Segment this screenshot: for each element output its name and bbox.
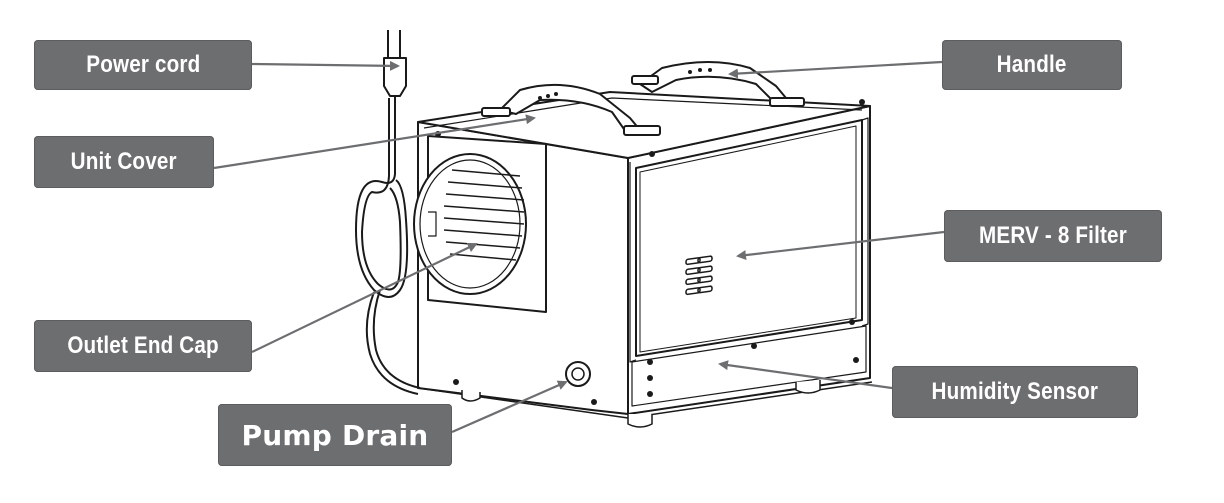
- humidity-sensor-grille: [685, 255, 713, 296]
- filter-frame: [635, 119, 863, 357]
- callout-handle: Handle: [942, 40, 1122, 90]
- callout-humidity-sensor-label: Humidity Sensor: [931, 378, 1099, 405]
- feet: [461, 380, 821, 428]
- callout-power-cord: Power cord: [34, 40, 252, 90]
- callout-handle-label: Handle: [997, 51, 1067, 78]
- leader-outlet-end-cap: [251, 242, 478, 353]
- callout-outlet-end-cap: Outlet End Cap: [34, 320, 252, 372]
- callout-merv-filter-label: MERV - 8 Filter: [979, 222, 1127, 249]
- callout-merv-filter: MERV - 8 Filter: [944, 210, 1162, 262]
- callout-pump-drain: Pump Drain: [218, 404, 452, 466]
- leader-humidity-sensor: [718, 360, 893, 390]
- dehumidifier-unit: [355, 30, 873, 428]
- sensor-panel: [631, 325, 867, 407]
- callout-unit-cover-label: Unit Cover: [70, 148, 178, 175]
- leader-unit-cover: [213, 114, 536, 170]
- power-cord: [355, 30, 421, 395]
- callout-humidity-sensor: Humidity Sensor: [892, 366, 1138, 418]
- leader-merv-filter: [736, 230, 945, 261]
- callout-pump-drain-label: Pump Drain: [241, 418, 429, 452]
- leader-lines: [213, 60, 945, 434]
- handles: [481, 61, 805, 136]
- leader-pump-drain: [451, 380, 568, 434]
- leader-power-cord: [251, 60, 400, 71]
- pump-drain-port: [565, 361, 591, 387]
- callout-outlet-end-cap-label: Outlet End Cap: [67, 332, 219, 359]
- leader-handle: [728, 60, 943, 79]
- callout-power-cord-label: Power cord: [85, 51, 201, 78]
- outlet-louvers: [443, 169, 525, 261]
- callout-unit-cover: Unit Cover: [34, 136, 214, 188]
